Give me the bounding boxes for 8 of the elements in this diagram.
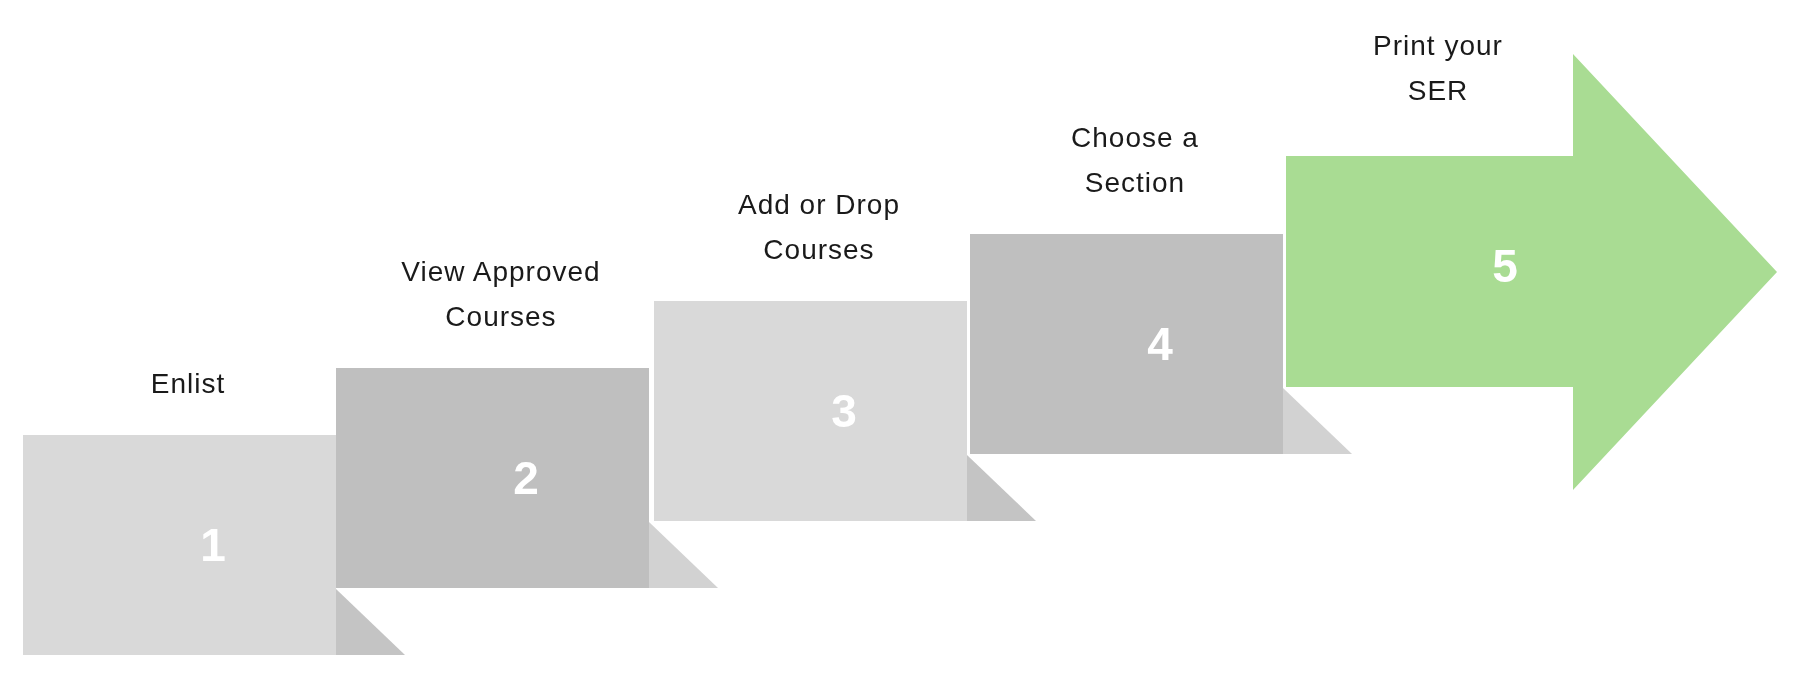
step-number: 5: [1491, 239, 1519, 294]
step-number: 2: [512, 451, 540, 506]
step-title: Print your SER: [1372, 29, 1504, 109]
step-title: Add or Drop Courses: [737, 188, 901, 268]
step-number: 4: [1146, 317, 1174, 372]
step-title: Choose a Section: [1070, 121, 1200, 201]
step-title: Enlist: [149, 367, 227, 402]
step-title: View Approved Courses: [400, 255, 602, 335]
